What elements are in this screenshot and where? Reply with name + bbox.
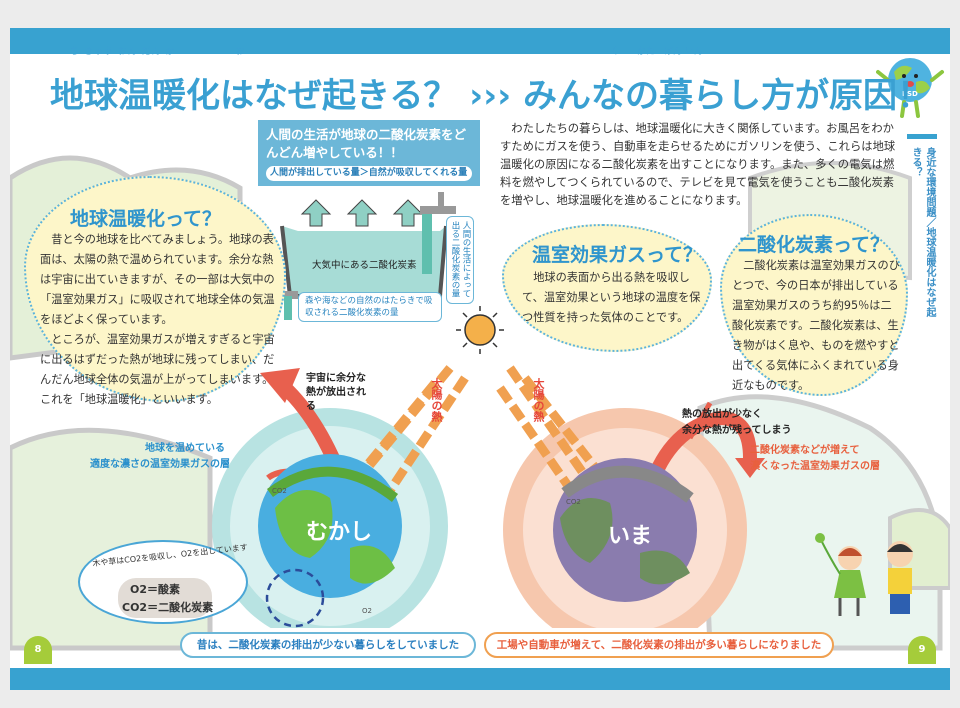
heat-trapped-arrow — [643, 410, 757, 491]
tank-subline: 人間が排出している量＞自然が吸収してくれる量 — [266, 166, 472, 181]
top-band — [10, 28, 950, 54]
past-release-label: 宇宙に余分な熱が放出される — [306, 373, 366, 412]
definitions-cloud — [118, 578, 212, 618]
greenhouse-gas-title: 温室効果ガスって？ — [532, 244, 703, 266]
o2-label: O2 — [362, 607, 372, 615]
global-warming-text: 昔と今の地球を比べてみましょう。地球の表面は、太陽の熱で温められています。余分な… — [40, 230, 280, 410]
title-furigana-right: く かた げん いん — [610, 47, 703, 57]
tank-headline: 人間の生活が地球の二酸化炭素をどんどん増やしている！！ — [266, 127, 467, 160]
sun-icon — [456, 306, 504, 354]
bottom-band — [10, 668, 950, 690]
co2-label-now: CO2 — [566, 498, 581, 506]
sun-heat-label-right: 太陽の熱 — [532, 378, 545, 422]
faucet-label: 人間の生活によって出る二酸化炭素の量 — [446, 216, 474, 304]
children-illustration — [815, 533, 913, 616]
booklet-spread: ち きゅう おん だん か お く かた げん いん 地球温暖化はなぜ起きる？ … — [10, 28, 950, 690]
co2-title: 二酸化炭素って？ — [738, 234, 890, 256]
global-warming-box — [24, 176, 286, 402]
page-title: 地球温暖化はなぜ起きる？ ››› みんなの暮らし方が原因！ — [50, 76, 932, 116]
drain-label: 森や海などの自然のはたらきで吸収される二酸化炭素の量 — [298, 292, 442, 322]
past-layer-label-2: 適度な濃さの温室効果ガスの層 — [90, 459, 230, 470]
page-number-left: 8 — [24, 636, 52, 664]
global-warming-text-2: ところが、温室効果ガスが増えすぎると宇宙に出るはずだった熱が地球に残ってしまい、… — [40, 333, 275, 406]
intro-paragraph: わたしたちの暮らしは、地球温暖化に大きく関係しています。お風呂をわかすためにガス… — [500, 122, 896, 207]
now-layer-label-2: 濃くなった温室効果ガスの層 — [750, 461, 880, 472]
tank-headline-box: 人間の生活が地球の二酸化炭素をどんどん増やしている！！ 人間が排出している量＞自… — [258, 120, 480, 186]
title-furigana: ち きゅう おん だん か お — [70, 47, 246, 57]
global-warming-text-1: 昔と今の地球を比べてみましょう。地球の表面は、太陽の熱で温められています。余分な… — [40, 233, 275, 326]
side-tab-bar — [907, 134, 937, 139]
sun-heat-label-left: 太陽の熱 — [430, 378, 443, 422]
co2-text: 二酸化炭素は温室効果ガスのひとつで、今の日本が排出している温室効果ガスのうち約9… — [732, 259, 900, 392]
past-caption: 昔は、二酸化炭素の排出が少ない暮らしをしていました — [180, 632, 476, 658]
co2-definition: CO2＝二酸化炭素 — [122, 601, 214, 614]
now-layer-label-1: 二酸化炭素などが増えて — [750, 445, 860, 456]
page-number-right: 9 — [908, 636, 936, 664]
now-release-label-2: 余分な熱が残ってしまう — [682, 425, 792, 436]
mascot-earth-character: ESD — [876, 58, 944, 118]
mascot-badge: ESD — [902, 90, 918, 98]
past-earth-label: むかし — [306, 520, 373, 545]
co2-box — [720, 214, 908, 396]
past-layer-label-1: 地球を温めている — [145, 443, 225, 454]
present-caption: 工場や自動車が増えて、二酸化炭素の排出が多い暮らしになりました — [484, 632, 834, 658]
greenhouse-gas-box — [502, 224, 712, 352]
o2-definition: O2＝酸素 — [130, 583, 181, 596]
present-earth-label: いま — [608, 524, 653, 549]
now-release-label-1: 熱の放出が少なく — [682, 409, 762, 420]
earth-comparison-diagram: CO2 O2 CO2 — [212, 306, 765, 628]
global-warming-title: 地球温暖化って？ — [70, 208, 222, 230]
co2-label: CO2 — [272, 487, 287, 495]
greenhouse-gas-text: 地球の表面から出る熱を吸収して、温室効果という地球の温度を保つ性質を持った気体の… — [522, 271, 701, 324]
side-tab: 身近な環境問題／地球温暖化はなぜ起きる？ — [905, 134, 939, 317]
tank-water-label: 大気中にある二酸化炭素 — [312, 260, 417, 271]
side-tab-label: 身近な環境問題／地球温暖化はなぜ起きる？ — [910, 147, 935, 317]
